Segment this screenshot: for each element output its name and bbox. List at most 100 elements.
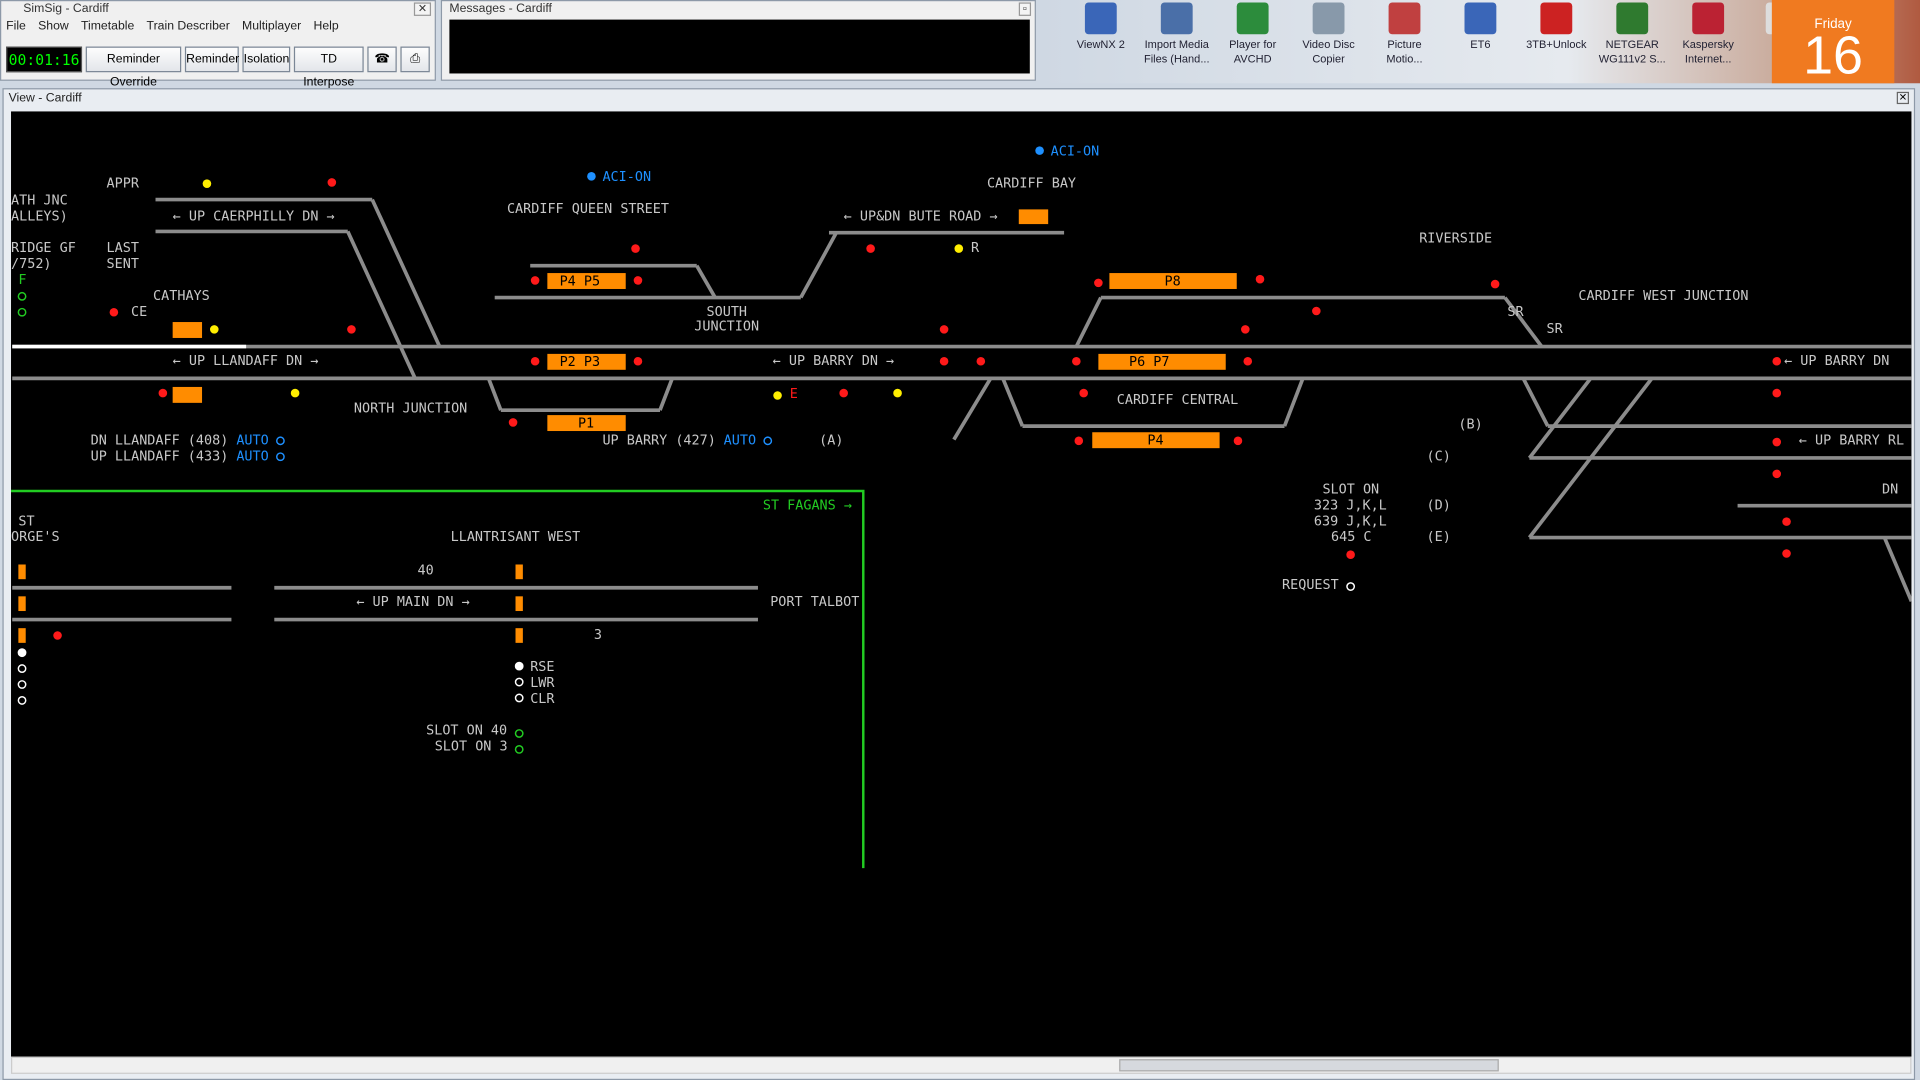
- cathays-label: CATHAYS: [153, 289, 210, 304]
- reminder-button[interactable]: Reminder: [184, 46, 239, 73]
- bute-road-label: ← UP&DN BUTE ROAD →: [844, 209, 998, 224]
- yellow-aspects[interactable]: [202, 179, 964, 400]
- simsig-menu: File Show Timetable Train Describer Mult…: [6, 20, 339, 37]
- isolation-button[interactable]: Isolation: [242, 46, 291, 73]
- desktop-icon-6[interactable]: ET6: [1445, 2, 1516, 51]
- orges-label: ORGE'S: [11, 530, 60, 545]
- menu-multiplayer[interactable]: Multiplayer: [242, 19, 302, 34]
- desktop-icon-label: Import Media Files (Hand...: [1143, 37, 1210, 65]
- appr-label: APPR: [107, 176, 140, 191]
- slot-645-label: 645 C: [1331, 530, 1372, 545]
- platform-p4b-label: P4: [1147, 433, 1163, 448]
- st-fagans-label: ST FAGANS →: [763, 498, 852, 513]
- white-lamps: [17, 436, 1356, 705]
- sent-label: SENT: [107, 257, 139, 272]
- desktop-icon-label: 3TB+Unlock: [1526, 37, 1587, 51]
- menu-file[interactable]: File: [6, 19, 26, 34]
- track-diagram: P4 P5 P2 P3 P1 P8 P6 P7 P4 APPR ← UP CAE…: [11, 145, 1912, 869]
- calendar-day: Friday: [1814, 17, 1852, 32]
- platforms: [18, 209, 1237, 643]
- slot-on-label: SLOT ON: [1322, 482, 1379, 497]
- desktop-icon-label: Video Disc Copier: [1302, 37, 1355, 65]
- south-junction-label-1: SOUTH: [707, 305, 747, 320]
- aci-indicators: [587, 146, 1044, 181]
- horizontal-scrollbar[interactable]: [11, 1056, 1912, 1074]
- desktop-icon-4[interactable]: Video Disc Copier: [1293, 2, 1364, 66]
- up-caerphilly-label: ← UP CAERPHILLY DN →: [173, 209, 335, 224]
- n3-label: 3: [594, 628, 602, 643]
- up-llandaff-label: ← UP LLANDAFF DN →: [173, 354, 319, 369]
- st-label: ST: [18, 514, 34, 529]
- app-icon: [1160, 2, 1193, 35]
- printer-icon[interactable]: ⎙: [400, 46, 430, 73]
- text-labels: APPR ← UP CAERPHILLY DN → ACI-ON ACI-ON …: [11, 145, 1904, 755]
- request-label: REQUEST: [1282, 578, 1339, 593]
- sr-label-2: SR: [1547, 322, 1564, 337]
- td-interpose-button[interactable]: TD Interpose: [293, 46, 364, 89]
- simsig-window: SimSig - Cardiff ✕ File Show Timetable T…: [0, 0, 436, 89]
- telephone-icon[interactable]: ☎: [367, 46, 397, 73]
- calendar-widget: Friday 16: [1771, 0, 1895, 86]
- desktop-icon-7[interactable]: 3TB+Unlock: [1521, 2, 1592, 51]
- cardiff-queen-street-label: CARDIFF QUEEN STREET: [507, 202, 669, 217]
- sim-clock: 00:01:16: [6, 46, 83, 73]
- alleys-label: ALLEYS): [11, 209, 68, 224]
- riverside-label: RIVERSIDE: [1419, 231, 1492, 246]
- simsig-close-button[interactable]: ✕: [413, 2, 432, 16]
- desktop-icon-9[interactable]: Kaspersky Internet...: [1673, 2, 1744, 66]
- platform-p6p7-label: P6 P7: [1129, 355, 1170, 370]
- app-icon: [1312, 2, 1345, 35]
- desktop-icon-label: ET6: [1470, 37, 1491, 51]
- desktop-icon-label: Kaspersky Internet...: [1682, 37, 1734, 65]
- tracks: [12, 197, 1912, 622]
- scrollbar-thumb[interactable]: [1119, 1059, 1499, 1072]
- f-label: F: [18, 273, 26, 288]
- reminder-override-button[interactable]: Reminder Override: [85, 46, 182, 89]
- r752-label: /752): [11, 257, 52, 272]
- slot40-label: SLOT ON 40: [426, 724, 507, 739]
- status-lamps: [17, 291, 524, 754]
- calendar-date: 16: [1803, 25, 1864, 86]
- south-junction-label-2: JUNCTION: [694, 320, 759, 335]
- aci-label-2: ACI-ON: [1051, 145, 1100, 160]
- menu-timetable[interactable]: Timetable: [80, 19, 135, 34]
- d-label: (D): [1427, 498, 1451, 513]
- platform-labels: P4 P5 P2 P3 P1 P8 P6 P7 P4: [560, 274, 1181, 448]
- messages-close-button[interactable]: ▫: [1018, 2, 1032, 16]
- e-label-small: E: [790, 387, 798, 402]
- desktop-icon-8[interactable]: NETGEAR WG111v2 S...: [1597, 2, 1668, 66]
- platform-p2p3-label: P2 P3: [560, 355, 601, 370]
- dn-llandaff-label: DN LLANDAFF (408): [91, 433, 229, 448]
- desktop-icon-label: Picture Motio...: [1386, 37, 1423, 65]
- auto-label-3: AUTO: [724, 433, 756, 448]
- app-icon: [1084, 2, 1117, 35]
- view-close-button[interactable]: ✕: [1896, 91, 1909, 105]
- desktop-icon-label: Player for AVCHD: [1229, 37, 1277, 65]
- view-window: View - Cardiff ✕ P4 P5 P2 P3 P1 P8 P6 P7…: [2, 88, 1916, 1080]
- menu-show[interactable]: Show: [38, 19, 69, 34]
- desktop-icon-1[interactable]: ViewNX 2: [1065, 2, 1136, 51]
- cardiff-central-label: CARDIFF CENTRAL: [1117, 393, 1239, 408]
- desktop-icon-5[interactable]: Picture Motio...: [1369, 2, 1440, 66]
- north-junction-label: NORTH JUNCTION: [354, 402, 467, 417]
- desktop-icon-3[interactable]: Player for AVCHD: [1217, 2, 1288, 66]
- messages-area[interactable]: [449, 19, 1030, 74]
- up-barry-rl-label: ← UP BARRY RL: [1799, 433, 1904, 448]
- platform-p4p5-label: P4 P5: [560, 274, 601, 289]
- dn-label: DN: [1882, 482, 1898, 497]
- menu-train-describer[interactable]: Train Describer: [146, 19, 230, 34]
- up-barry-right-label: ← UP BARRY DN: [1784, 354, 1889, 369]
- platform-p1-label: P1: [578, 416, 594, 431]
- messages-title: Messages - Cardiff: [449, 2, 552, 16]
- auto-label-1: AUTO: [236, 433, 268, 448]
- port-talbot-label: PORT TALBOT: [770, 595, 859, 610]
- desktop-icon-2[interactable]: Import Media Files (Hand...: [1141, 2, 1212, 66]
- platform-p8-label: P8: [1164, 274, 1180, 289]
- app-icon: [1236, 2, 1269, 35]
- view-title: View - Cardiff: [8, 91, 82, 106]
- signals[interactable]: [53, 178, 1791, 640]
- slot-639-label: 639 J,K,L: [1314, 514, 1387, 529]
- sr-label-1: SR: [1507, 305, 1524, 320]
- signalling-panel[interactable]: P4 P5 P2 P3 P1 P8 P6 P7 P4 APPR ← UP CAE…: [11, 111, 1912, 1057]
- menu-help[interactable]: Help: [313, 19, 339, 34]
